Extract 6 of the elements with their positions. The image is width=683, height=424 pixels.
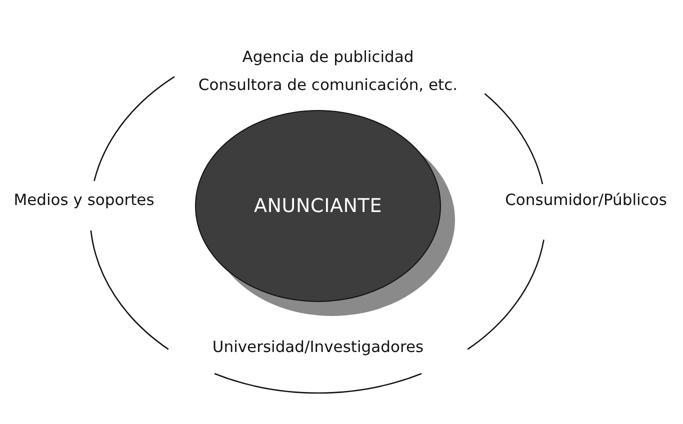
- ring-label: Consultora de comunicación, etc.: [198, 76, 458, 94]
- ring-label: Universidad/Investigadores: [212, 338, 424, 356]
- ring-label: Consumidor/Públicos: [505, 191, 667, 209]
- ring-label: Agencia de publicidad: [242, 48, 414, 66]
- node-label: ANUNCIANTE: [254, 195, 382, 217]
- ring-label: Medios y soportes: [14, 191, 154, 209]
